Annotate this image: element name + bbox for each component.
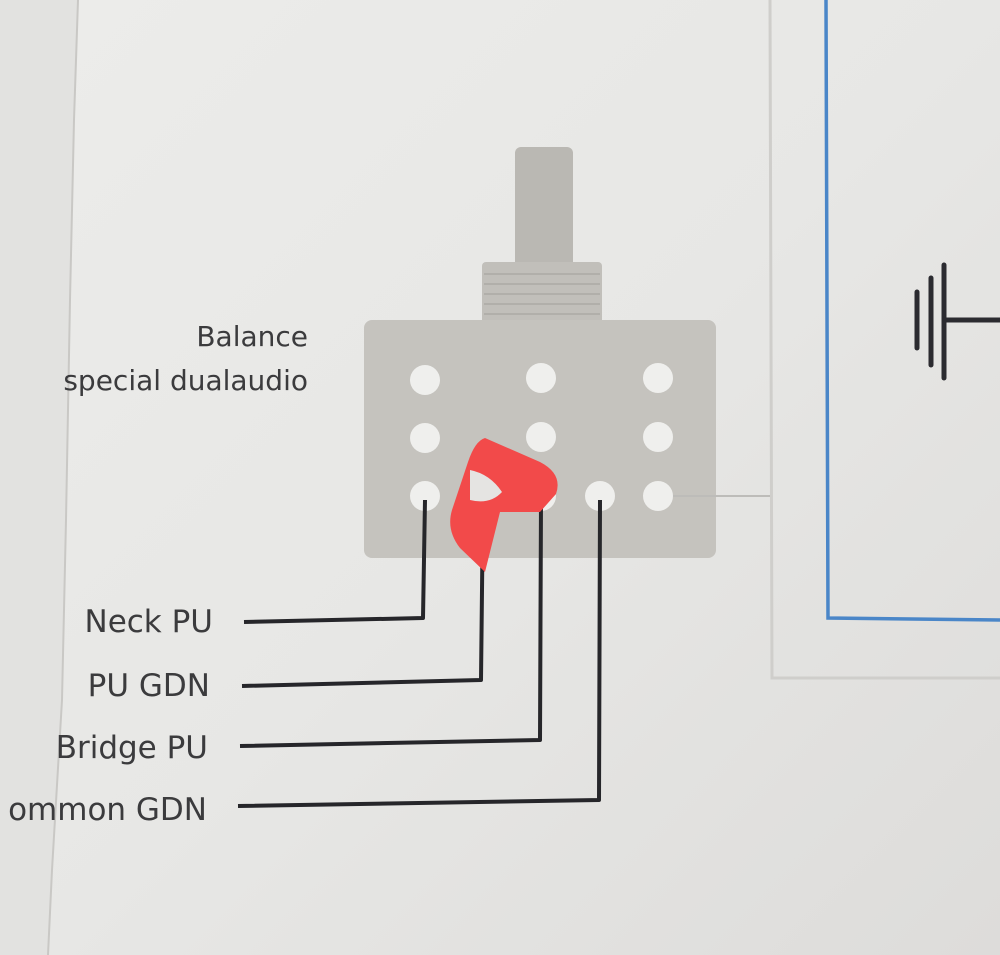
frame-blue-line [824, 0, 1000, 622]
diagram-title-line-1: Balance [196, 320, 308, 353]
wire-bridge-pu [239, 499, 543, 748]
label-neck-pu: Neck PU [84, 604, 214, 640]
label-bridge-pu: Bridge PU [55, 730, 208, 766]
paper-fold-line [47, 0, 79, 955]
sticker-logo-icon [450, 438, 558, 572]
label-common-gdn: ommon GDN [8, 792, 207, 828]
pot-shaft [515, 147, 573, 277]
ground-icon [914, 262, 1000, 381]
wire-neck-pu [243, 499, 427, 624]
wire-common-gdn [237, 499, 602, 808]
frame-panel-outline [768, 0, 1000, 680]
pot-thread-lines [484, 273, 600, 315]
diagram-title-line-2: special dualaudio [63, 364, 308, 397]
label-pu-gdn: PU GDN [87, 668, 210, 704]
paper-edge-shadow [0, 0, 78, 955]
